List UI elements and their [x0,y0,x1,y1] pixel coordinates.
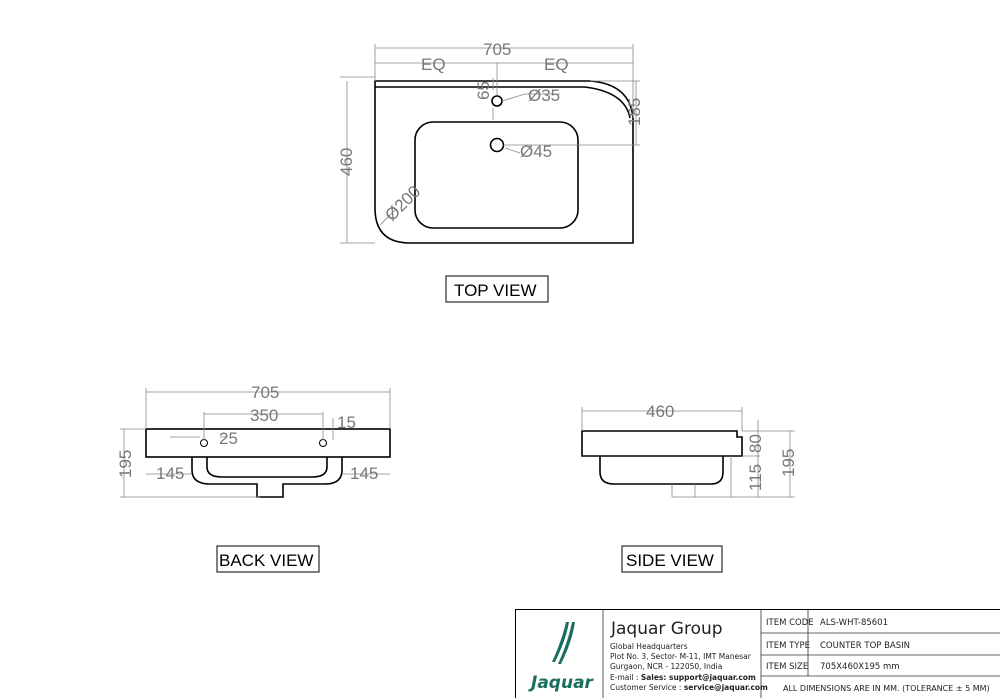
dim-depth: 460 [646,402,674,421]
item-code-value: ALS-WHT-85601 [820,618,888,628]
top-view-label-box [445,275,549,303]
dim-tap-offset: 65 [474,81,493,100]
dim-drain-offset: 185 [625,98,644,126]
side-view-label: SIDE VIEW [626,551,714,570]
dim-drain-hole: Ø45 [520,142,552,161]
dim-tap-hole: Ø35 [528,86,560,105]
company-name: Jaquar Group [610,619,723,639]
drain-hole [489,137,505,153]
side-bowl [599,456,724,485]
bowl-outline [414,121,579,229]
back-bowl [191,457,343,498]
service-label: Customer Service : [610,683,684,692]
dim-eq-left: EQ [421,55,446,74]
dim-width: 705 [251,383,279,402]
side-slab [581,430,743,457]
address-line: Gurgaon, NCR - 122050, India [610,662,722,671]
mount-hole-left [200,439,208,447]
tolerance-note: ALL DIMENSIONS ARE IN MM. (TOLERANCE ± 5… [783,684,990,693]
back-view-label: BACK VIEW [219,551,313,570]
dim-height: 195 [779,449,798,477]
dim-eq-right: EQ [544,55,569,74]
back-slab [145,428,391,458]
service-line: Customer Service : service@jaquar.com [610,683,768,692]
dim-left-offset: 145 [156,464,184,483]
jaquar-logo: Jaquar [528,622,595,693]
dim-width: 705 [483,40,511,59]
email-label: E-mail : [610,673,641,682]
dim-bowl-height: 115 [746,464,765,491]
item-size-value: 705X460X195 mm [820,662,900,672]
mount-hole-right [319,439,327,447]
basin-lip [375,86,631,119]
tap-hole [491,95,503,107]
basin-outline [374,80,634,244]
top-view-label: TOP VIEW [454,281,537,300]
logo-text: Jaquar [528,673,595,693]
email-line: E-mail : Sales: support@jaquar.com [610,673,756,682]
title-block: Jaquar Jaquar Group Global Headquarters … [515,609,1000,698]
dim-hole-spacing: 350 [250,406,278,425]
back-view-label-box [216,545,320,573]
top-view: 705 EQ EQ 460 65 Ø35 185 Ø45 Ø200 TOP VI… [337,40,644,303]
side-view: 460 80 115 195 SIDE VIEW [581,402,798,573]
item-size-label: ITEM SIZE [766,662,808,672]
dim-top-height: 80 [746,434,765,453]
dim-height: 195 [116,450,135,478]
item-code-label: ITEM CODE [766,618,814,628]
service-value: service@jaquar.com [684,683,768,692]
dim-depth: 460 [337,148,356,176]
item-type-label: ITEM TYPE [766,641,810,651]
address-line: Global Headquarters [610,642,688,651]
email-value: Sales: support@jaquar.com [641,673,756,682]
side-view-label-box [621,545,723,573]
dim-hole-offset: 15 [337,413,356,432]
dim-hole-dia: 25 [219,429,238,448]
item-type-value: COUNTER TOP BASIN [820,641,910,651]
back-view: 705 350 15 25 195 145 145 BACK VIEW [116,383,391,573]
address-line: Plot No. 3, Sector- M-11, IMT Manesar [610,652,752,661]
title-block-border [515,609,1000,698]
dim-right-offset: 145 [350,464,378,483]
